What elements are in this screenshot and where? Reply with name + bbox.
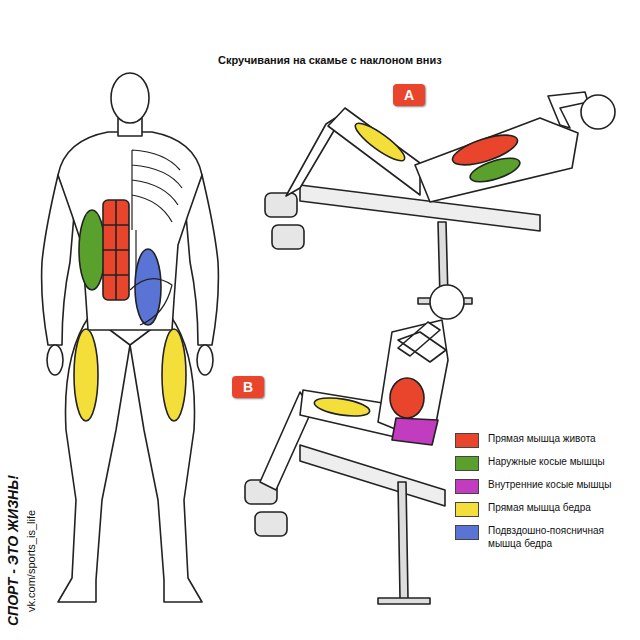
roller bbox=[272, 225, 304, 249]
torso bbox=[58, 132, 202, 330]
hand bbox=[47, 345, 63, 375]
ribcage bbox=[132, 150, 182, 230]
legend-row: Прямая мышца бедра bbox=[455, 501, 628, 517]
roller bbox=[265, 193, 297, 217]
torso bbox=[378, 320, 448, 444]
yellow-muscle bbox=[313, 395, 371, 420]
legend-row: Наружные косые мышцы bbox=[455, 455, 628, 471]
magenta-muscle bbox=[392, 418, 438, 445]
watermark: СПОРТ - ЭТО ЖИЗНЬ! bbox=[5, 475, 22, 626]
legend-swatch bbox=[455, 502, 479, 517]
legend-text: Прямая мышца бедра bbox=[488, 501, 628, 514]
legend-text: Прямая мышца живота bbox=[488, 432, 628, 445]
yellow-muscle bbox=[162, 329, 186, 421]
legend-swatch bbox=[455, 525, 479, 540]
red-muscle bbox=[103, 200, 129, 300]
green-muscle bbox=[467, 153, 522, 186]
legend-text: Внутренние косые мышцы bbox=[488, 478, 628, 491]
arms bbox=[398, 322, 446, 362]
bench-post bbox=[378, 482, 430, 604]
hand bbox=[197, 345, 213, 375]
step-badge: B bbox=[232, 376, 264, 398]
yellow-muscle bbox=[351, 118, 409, 166]
legend-swatch bbox=[455, 433, 479, 448]
diagram-title: Скручивания на скамье с наклоном вниз bbox=[218, 54, 442, 66]
head bbox=[430, 285, 464, 319]
right-leg bbox=[130, 315, 202, 602]
legend-text: Наружные косые мышцы bbox=[488, 455, 628, 468]
yellow-muscle bbox=[74, 329, 98, 421]
step-badge: A bbox=[393, 84, 425, 106]
bench bbox=[300, 445, 445, 506]
pelvis bbox=[130, 279, 172, 325]
left-leg bbox=[58, 315, 130, 602]
legend-text: Подвздошно-поясничная мышца бедра bbox=[488, 524, 628, 550]
standing-figure bbox=[42, 73, 219, 602]
legend-swatch bbox=[455, 479, 479, 494]
watermark: vk.com/sports_is_life bbox=[24, 510, 38, 612]
figure-b bbox=[245, 285, 464, 604]
green-muscle bbox=[79, 210, 105, 290]
legend-row: Внутренние косые мышцы bbox=[455, 478, 628, 494]
step-letter: B bbox=[243, 379, 253, 395]
abs-lines bbox=[103, 200, 129, 300]
torso bbox=[415, 118, 578, 202]
thigh bbox=[328, 108, 420, 195]
head bbox=[111, 73, 149, 123]
legend-row: Подвздошно-поясничная мышца бедра bbox=[455, 524, 628, 550]
figure-a bbox=[265, 92, 615, 304]
legend-swatch bbox=[455, 456, 479, 471]
head bbox=[581, 95, 615, 129]
step-letter: A bbox=[404, 87, 414, 103]
red-muscle bbox=[390, 378, 424, 418]
legend-row: Прямая мышца живота bbox=[455, 432, 628, 448]
roller bbox=[255, 512, 287, 536]
